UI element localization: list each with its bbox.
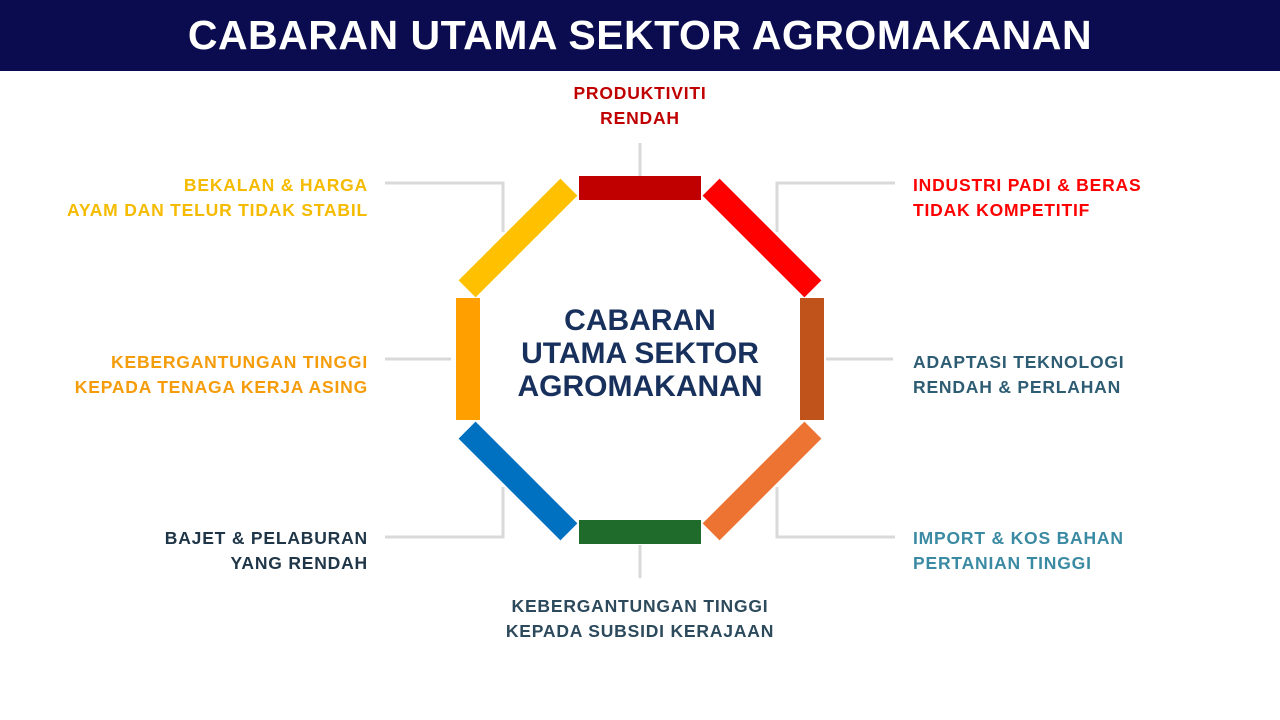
center-title-line: CABARAN [564,304,716,337]
page-title: CABARAN UTAMA SEKTOR AGROMAKANAN [187,12,1093,58]
challenge-label-top: PRODUKTIVITI RENDAH [540,81,740,131]
title-banner: CABARAN UTAMA SEKTOR AGROMAKANAN [0,0,1280,71]
connector-bottom-right [775,487,895,539]
challenge-label-right: ADAPTASI TEKNOLOGI RENDAH & PERLAHAN [913,350,1124,400]
challenge-label-top-left: BEKALAN & HARGA AYAM DAN TELUR TIDAK STA… [10,173,368,223]
challenge-label-line: YANG RENDAH [230,553,368,573]
segment-left [456,298,480,420]
challenge-label-line: KEBERGANTUNGAN TINGGI [511,596,769,616]
challenge-label-line: PERTANIAN TINGGI [913,553,1092,573]
segment-bottom-right [702,421,822,541]
connector-top-left [385,181,505,232]
segment-bottom [579,520,701,544]
challenge-label-line: INDUSTRI PADI & BERAS [913,175,1142,195]
challenge-label-line: AYAM DAN TELUR TIDAK STABIL [67,200,368,220]
challenge-label-line: KEPADA TENAGA KERJA ASING [74,377,368,397]
challenge-label-line: KEBERGANTUNGAN TINGGI [111,352,368,372]
challenge-label-line: BAJET & PELABURAN [164,528,368,548]
connector-top-right [775,181,895,232]
challenge-label-bottom-left: BAJET & PELABURAN YANG RENDAH [60,526,368,576]
connector-bottom-left [385,487,505,539]
challenge-label-left: KEBERGANTUNGAN TINGGI KEPADA TENAGA KERJ… [10,350,368,400]
center-title: CABARAN UTAMA SEKTOR AGROMAKANAN [490,304,790,403]
segment-bottom-left [458,421,578,541]
octagon [456,176,824,544]
center-title-line: UTAMA SEKTOR [521,337,759,370]
challenge-label-line: KEPADA SUBSIDI KERAJAAN [505,621,775,641]
challenge-label-line: ADAPTASI TEKNOLOGI [913,352,1125,372]
segment-top-right [702,178,822,298]
segment-right [800,298,824,420]
challenge-label-line: BEKALAN & HARGA [183,175,368,195]
challenge-label-line: RENDAH [600,108,680,128]
challenge-label-line: RENDAH & PERLAHAN [913,377,1122,397]
challenge-label-line: TIDAK KOMPETITIF [913,200,1091,220]
segment-top-left [458,178,578,298]
challenge-label-line: IMPORT & KOS BAHAN [913,528,1124,548]
segment-top [579,176,701,200]
challenge-label-bottom-right: IMPORT & KOS BAHAN PERTANIAN TINGGI [913,526,1124,576]
center-title-line: AGROMAKANAN [517,370,763,403]
challenge-label-top-right: INDUSTRI PADI & BERAS TIDAK KOMPETITIF [913,173,1141,223]
connector-lines [385,143,895,578]
challenge-label-line: PRODUKTIVITI [573,83,707,103]
challenge-label-bottom: KEBERGANTUNGAN TINGGI KEPADA SUBSIDI KER… [460,594,820,644]
